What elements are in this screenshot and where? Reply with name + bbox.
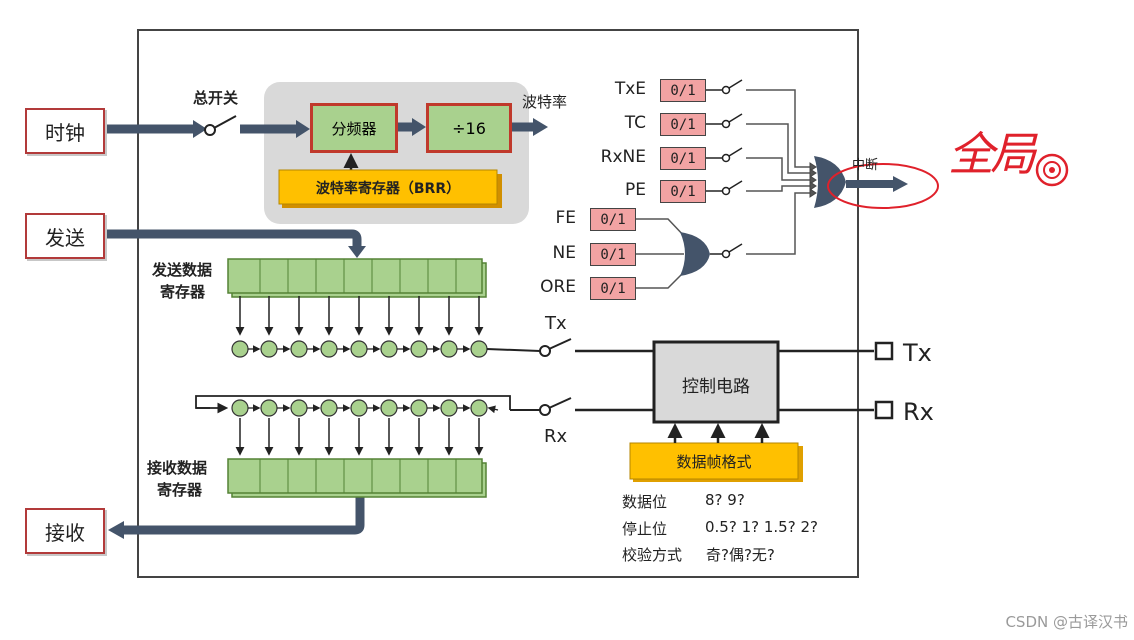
interrupt-highlight — [827, 163, 939, 209]
flag-name-fe: FE — [555, 208, 576, 228]
setting-parity-value: 奇?偶?无? — [706, 546, 775, 564]
flag-name-ore: ORE — [540, 277, 576, 297]
tx-switch — [548, 338, 572, 350]
flag-name-rxne: RxNE — [600, 147, 646, 167]
flag-value-txe: 0/1 — [660, 79, 706, 102]
main-switch-label: 总开关 — [193, 89, 239, 107]
brr-register — [278, 169, 498, 205]
or-gate — [814, 156, 846, 208]
flag-value-fe: 0/1 — [590, 208, 636, 231]
send-data-register — [227, 258, 487, 298]
flag-name-pe: PE — [625, 180, 646, 200]
control-circuit-label: 控制电路 — [682, 377, 750, 397]
receive-label: 接收 — [25, 508, 105, 554]
flag-value-pe: 0/1 — [660, 180, 706, 203]
receive-data-register — [227, 458, 487, 498]
send-arrow — [102, 229, 362, 248]
tx-switch-label: Tx — [545, 313, 567, 334]
setting-stop-bits-value: 0.5? 1? 1.5? 2? — [705, 518, 818, 536]
setting-data-bits-value: 8? 9? — [705, 491, 745, 509]
receive-register-label-1: 接收数据 — [147, 459, 208, 477]
rx-switch-label: Rx — [544, 426, 568, 447]
interrupt-label: 中断 — [852, 158, 879, 173]
setting-parity-label: 校验方式 — [622, 546, 683, 564]
flag-value-ne: 0/1 — [590, 243, 636, 266]
flag-name-txe: TxE — [614, 79, 646, 99]
rx-pin — [874, 400, 894, 420]
baud-rate-label: 波特率 — [522, 93, 568, 111]
send-label: 发送 — [25, 213, 105, 259]
setting-stop-bits-label: 停止位 — [622, 520, 668, 538]
usart-frame — [137, 29, 859, 578]
setting-data-bits-label: 数据位 — [622, 493, 668, 511]
flag-value-ore: 0/1 — [590, 277, 636, 300]
rx-switch — [548, 397, 572, 409]
rx-pin-label: Rx — [903, 398, 934, 426]
frame-format-label: 数据帧格式 — [676, 453, 752, 471]
error-or-gate — [680, 232, 710, 276]
receive-arrow — [122, 497, 365, 535]
flag-switches — [706, 79, 743, 196]
frame-format-box — [629, 442, 799, 480]
control-circuit — [652, 340, 780, 424]
main-switch — [213, 115, 237, 129]
watermark: CSDN @古译汉书 — [1005, 613, 1128, 631]
send-register-label-1: 发送数据 — [152, 261, 213, 279]
div16-box: ÷16 — [426, 103, 512, 153]
tx-pin — [874, 341, 894, 361]
flag-name-tc: TC — [624, 113, 646, 133]
clock-label: 时钟 — [25, 108, 105, 154]
rx-shift-register — [231, 399, 488, 417]
tx-shift-register — [231, 340, 488, 358]
flag-name-ne: NE — [552, 243, 576, 263]
receive-register-label-2: 寄存器 — [157, 481, 203, 499]
send-register-label-2: 寄存器 — [160, 283, 206, 301]
tx-pin-label: Tx — [903, 339, 932, 367]
divider-box: 分频器 — [310, 103, 398, 153]
global-annotation: 全局 — [948, 127, 1036, 181]
brr-label: 波特率寄存器（BRR） — [315, 181, 461, 197]
flag-value-rxne: 0/1 — [660, 147, 706, 170]
flag-value-tc: 0/1 — [660, 113, 706, 136]
